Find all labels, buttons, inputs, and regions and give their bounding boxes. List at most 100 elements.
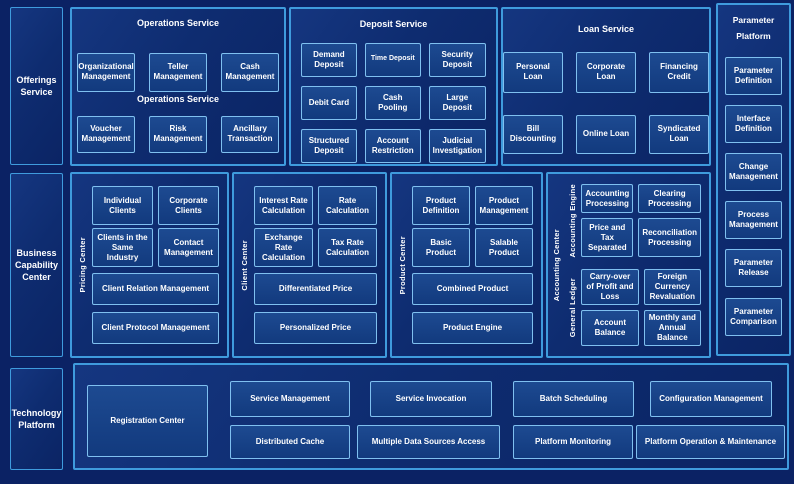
block-interest-rate-calculation: Interest Rate Calculation	[254, 186, 313, 226]
block-contact-management: Contact Management	[158, 228, 219, 267]
block-salable-product: Salable Product	[475, 228, 533, 267]
loan-row-2: Bill Discounting Online Loan Syndicated …	[503, 114, 709, 154]
loan-service-title: Loan Service	[577, 24, 635, 34]
block-exchange-rate-calculation: Exchange Rate Calculation	[254, 228, 313, 267]
product-pair-1: Product Definition Product Management	[412, 186, 533, 226]
block-account-balance: Account Balance	[581, 310, 639, 347]
block-time-deposit: Time Deposit	[364, 42, 421, 77]
block-tax-rate-calculation: Tax Rate Calculation	[318, 228, 377, 267]
accounting-engine-strip: Accounting Engine	[564, 184, 581, 257]
deposit-service-panel: Deposit Service Demand Deposit Time Depo…	[289, 7, 498, 166]
client-center-vlabel: Client Center	[239, 239, 249, 291]
block-financing-credit: Financing Credit	[649, 51, 709, 93]
block-batch-scheduling: Batch Scheduling	[513, 381, 634, 417]
deposit-grid: Demand Deposit Time Deposit Security Dep…	[301, 42, 486, 163]
block-voucher-management: Voucher Management	[77, 115, 135, 153]
block-teller-management: Teller Management	[149, 52, 207, 92]
block-configuration-management: Configuration Management	[650, 381, 772, 417]
block-platform-monitoring: Platform Monitoring	[513, 425, 633, 459]
block-large-deposit: Large Deposit	[428, 85, 486, 120]
block-cash-pooling: Cash Pooling	[364, 85, 421, 120]
block-individual-clients: Individual Clients	[92, 186, 153, 226]
accounting-engine-vlabel: Accounting Engine	[568, 184, 578, 258]
block-accounting-processing: Accounting Processing	[581, 184, 634, 214]
block-parameter-definition: Parameter Definition	[725, 56, 782, 95]
parameter-platform-title: Parameter Platform	[732, 15, 775, 42]
block-cash-management: Cash Management	[221, 52, 279, 92]
block-parameter-release: Parameter Release	[725, 249, 782, 288]
loan-row-1: Personal Loan Corporate Loan Financing C…	[503, 51, 709, 93]
accounting-center-panel: Accounting Center Accounting Engine Acco…	[546, 172, 711, 358]
block-parameter-comparison: Parameter Comparison	[725, 297, 782, 336]
block-syndicated-loan: Syndicated Loan	[649, 114, 709, 154]
block-corporate-loan: Corporate Loan	[576, 51, 636, 93]
operations-row-2: Voucher Management Risk Management Ancil…	[72, 115, 284, 153]
block-multiple-data-sources-access: Multiple Data Sources Access	[357, 425, 500, 459]
block-rate-calculation: Rate Calculation	[318, 186, 377, 226]
block-online-loan: Online Loan	[576, 114, 636, 154]
general-ledger-strip: General Ledger	[564, 269, 581, 346]
loan-service-panel: Loan Service Personal Loan Corporate Loa…	[501, 7, 711, 166]
accounting-center-strip: Accounting Center	[548, 174, 564, 356]
block-product-engine: Product Engine	[412, 312, 533, 344]
product-center-strip: Product Center	[392, 174, 412, 356]
block-process-management: Process Management	[725, 201, 782, 240]
operations-service-panel: Operations Service Organizational Manage…	[70, 7, 286, 166]
general-ledger-group: General Ledger Carry-over of Profit and …	[564, 269, 701, 347]
sidebar-business-capability-center: Business Capability Center	[10, 173, 63, 357]
block-combined-product: Combined Product	[412, 273, 533, 305]
block-debit-card: Debit Card	[301, 85, 357, 120]
general-ledger-vlabel: General Ledger	[568, 278, 578, 338]
block-risk-management: Risk Management	[149, 115, 207, 153]
client-pair-1: Interest Rate Calculation Rate Calculati…	[254, 186, 377, 226]
sidebar-offerings-service: Offerings Service	[10, 7, 63, 165]
product-center-panel: Product Center Product Definition Produc…	[390, 172, 543, 358]
pricing-center-vlabel: Pricing Center	[77, 237, 87, 293]
block-security-deposit: Security Deposit	[428, 42, 486, 77]
block-registration-center: Registration Center	[87, 385, 208, 457]
block-interface-definition: Interface Definition	[725, 104, 782, 143]
client-pair-2: Exchange Rate Calculation Tax Rate Calcu…	[254, 228, 377, 267]
sidebar-technology-platform: Technology Platform	[10, 368, 63, 470]
block-distributed-cache: Distributed Cache	[230, 425, 350, 459]
block-ancillary-transaction: Ancillary Transaction	[221, 115, 279, 153]
block-carry-over-profit-loss: Carry-over of Profit and Loss	[581, 269, 639, 306]
block-personalized-price: Personalized Price	[254, 312, 377, 344]
parameter-list: Parameter Definition Interface Definitio…	[718, 44, 789, 354]
accounting-engine-group: Accounting Engine Accounting Processing …	[564, 184, 701, 258]
block-change-management: Change Management	[725, 152, 782, 191]
block-bill-discounting: Bill Discounting	[503, 114, 563, 154]
block-corporate-clients: Corporate Clients	[158, 186, 219, 226]
block-judicial-investigation: Judicial Investigation	[428, 128, 486, 163]
block-basic-product: Basic Product	[412, 228, 470, 267]
block-reconciliation-processing: Reconciliation Processing	[638, 218, 701, 258]
deposit-service-title: Deposit Service	[359, 19, 428, 29]
block-service-management: Service Management	[230, 381, 350, 417]
pricing-center-panel: Pricing Center Individual Clients Corpor…	[70, 172, 229, 358]
block-product-management: Product Management	[475, 186, 533, 226]
block-client-relation-management: Client Relation Management	[92, 273, 219, 305]
technology-platform-panel: Registration Center Service Management S…	[73, 363, 789, 470]
block-client-protocol-management: Client Protocol Management	[92, 312, 219, 344]
block-clients-same-industry: Clients in the Same Industry	[92, 228, 153, 267]
client-center-strip: Client Center	[234, 174, 254, 356]
product-center-vlabel: Product Center	[397, 235, 407, 295]
block-monthly-annual-balance: Monthly and Annual Balance	[643, 310, 701, 347]
block-service-invocation: Service Invocation	[370, 381, 492, 417]
block-price-tax-separated: Price and Tax Separated	[581, 218, 634, 258]
operations-row-1: Organizational Management Teller Managem…	[72, 52, 284, 92]
operations-service-title: Operations Service	[136, 18, 220, 28]
block-structured-deposit: Structured Deposit	[301, 128, 357, 163]
pricing-pair-2: Clients in the Same Industry Contact Man…	[92, 228, 219, 267]
block-personal-loan: Personal Loan	[503, 51, 563, 93]
block-demand-deposit: Demand Deposit	[301, 42, 357, 77]
block-organizational-management: Organizational Management	[77, 52, 135, 92]
block-differentiated-price: Differentiated Price	[254, 273, 377, 305]
accounting-center-vlabel: Accounting Center	[551, 228, 561, 302]
parameter-platform-panel: Parameter Platform Parameter Definition …	[716, 3, 791, 356]
block-account-restriction: Account Restriction	[364, 128, 421, 163]
block-product-definition: Product Definition	[412, 186, 470, 226]
client-center-panel: Client Center Interest Rate Calculation …	[232, 172, 387, 358]
block-clearing-processing: Clearing Processing	[638, 184, 701, 214]
pricing-center-strip: Pricing Center	[72, 174, 92, 356]
